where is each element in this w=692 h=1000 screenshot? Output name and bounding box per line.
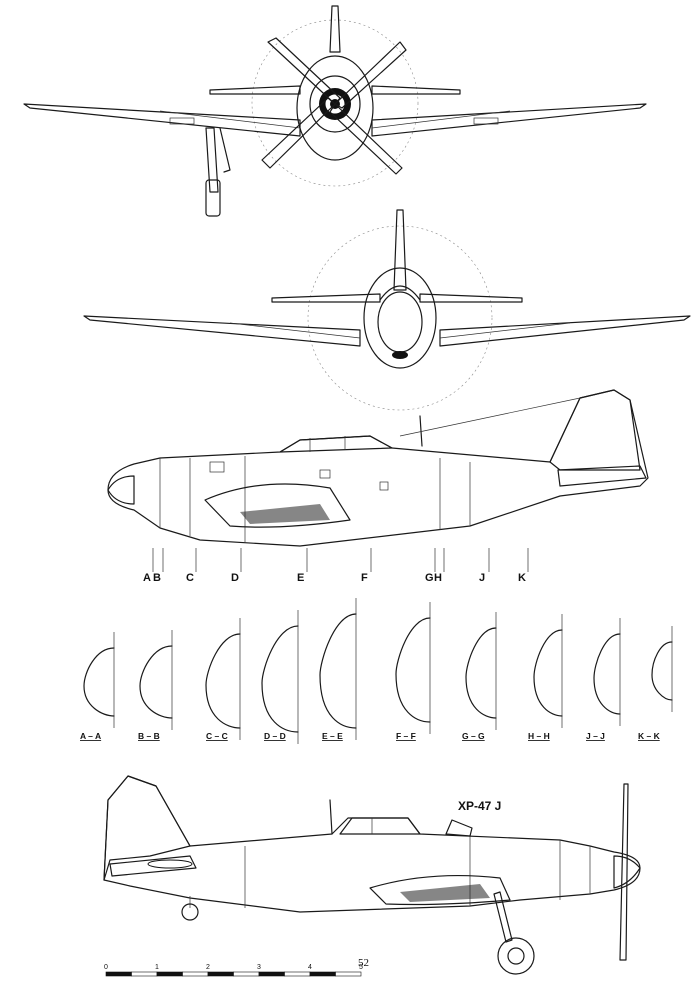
station-label: C — [186, 572, 194, 584]
station-label: G — [425, 572, 434, 584]
station-label: D — [231, 572, 239, 584]
scale-label: 0 — [104, 964, 108, 971]
scale-segment — [182, 971, 209, 977]
model-label: XP-47 J — [458, 799, 501, 813]
section-label: F – F — [396, 731, 416, 741]
scale-segment — [131, 971, 158, 977]
page-number: 52 — [358, 957, 369, 969]
front-right-wing — [371, 103, 647, 137]
section-profile — [651, 641, 673, 701]
rear-prop-disc — [307, 225, 493, 411]
scale-bar: 0 1 2 3 4 5 — [104, 964, 363, 977]
station-label: A — [143, 572, 151, 584]
section-profile — [83, 647, 115, 717]
scale-segment — [156, 971, 183, 977]
station-label: E — [297, 572, 304, 584]
scale-label: 5 — [359, 964, 363, 971]
scale-label: 3 — [257, 964, 261, 971]
station-label: F — [361, 572, 368, 584]
section-label: H – H — [528, 731, 550, 741]
scale-segment — [258, 971, 285, 977]
section-label: A – A — [80, 731, 101, 741]
station-label: H — [434, 572, 442, 584]
rear-right-wing — [439, 315, 691, 347]
section-profile — [261, 625, 299, 733]
section-label: K – K — [638, 731, 661, 741]
scale-label: 1 — [155, 964, 159, 971]
front-view — [23, 5, 647, 217]
section-label: J – J — [586, 731, 605, 741]
scale-segment — [233, 971, 260, 977]
section-profile — [319, 613, 357, 729]
section-label: C – C — [206, 731, 228, 741]
station-label: B — [153, 572, 161, 584]
scale-segment — [105, 971, 132, 977]
section-profile — [465, 627, 497, 719]
scale-segment — [284, 971, 311, 977]
section-profile — [395, 617, 431, 723]
front-left-wing — [23, 103, 301, 137]
station-label: K — [518, 572, 526, 584]
rear-view — [83, 209, 691, 411]
scale-label: 4 — [308, 964, 312, 971]
prop-disc — [251, 19, 419, 187]
rear-left-wing — [83, 315, 361, 347]
scale-segment — [335, 971, 362, 977]
scale-segment — [207, 971, 234, 977]
section-label: B – B — [138, 731, 160, 741]
station-label: J — [479, 572, 485, 584]
section-profile — [533, 629, 563, 717]
left-side-view — [107, 389, 649, 547]
section-label: D – D — [264, 731, 286, 741]
section-label: G – G — [462, 731, 485, 741]
scale-segment — [309, 971, 336, 977]
scale-label: 2 — [206, 964, 210, 971]
section-profile — [205, 633, 241, 729]
section-profile — [139, 645, 173, 719]
right-side-view: XP-47 J — [103, 775, 641, 975]
section-label: E – E — [322, 731, 343, 741]
section-profile — [593, 633, 621, 715]
